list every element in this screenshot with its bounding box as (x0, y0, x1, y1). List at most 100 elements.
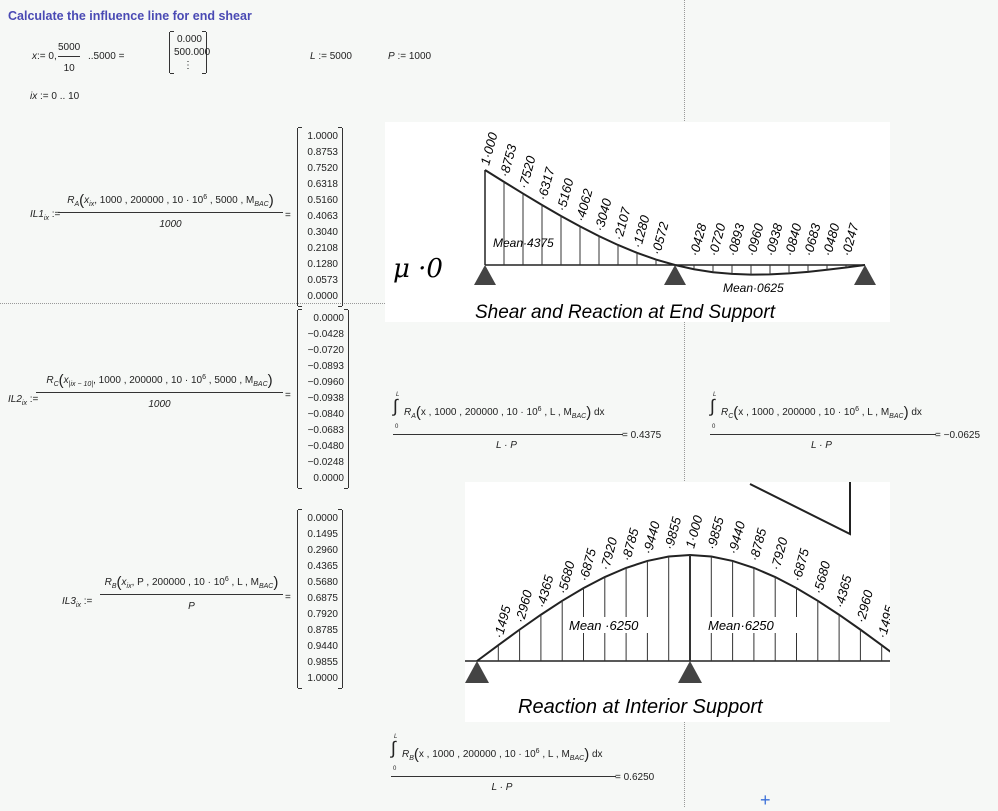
matrix-cell: 0.9440 (307, 641, 338, 652)
matrix-cell: 0.7520 (307, 163, 338, 174)
integral-sign-icon: ∫ (391, 738, 396, 758)
matrix-cell: 0.0000 (313, 473, 344, 484)
integral-result: = −0.0625 (935, 430, 981, 441)
il3-lhs: IL3ix := (62, 596, 93, 609)
ordinate-label: ·8785 (746, 526, 769, 563)
matrix-cell: −0.0938 (307, 393, 344, 404)
P-definition[interactable]: P := 1000 (388, 51, 432, 62)
matrix-cell: 0.1280 (307, 259, 338, 270)
mean-integral-3[interactable]: L ∫ 0 RB(x , 1000 , 200000 , 10 · 106 , … (391, 734, 616, 796)
ordinate-label: ·9440 (640, 519, 663, 556)
support-triangle-icon (664, 265, 686, 285)
lower-limit: 0 (393, 766, 397, 772)
ordinate-label: ·8753 (496, 142, 519, 179)
ordinate-label: ·2960 (853, 588, 876, 625)
lower-limit: 0 (395, 424, 399, 430)
il2-fraction: RC(x|ix − 10|, 1000 , 200000 , 10 · 106 … (36, 372, 283, 410)
il3-denominator: P (188, 601, 195, 612)
ordinate-label: ·4365 (832, 573, 855, 610)
ix-definition[interactable]: ix := 0 .. 10 (30, 91, 80, 102)
support-triangle-icon (678, 661, 702, 683)
section-heading: Calculate the influence line for end she… (8, 9, 252, 23)
matrix-cell: 0.9855 (307, 657, 338, 668)
matrix-cell: 0.0573 (307, 275, 338, 286)
mu-label: μ ·0 (393, 254, 443, 284)
ordinate-label: ·5160 (553, 176, 576, 213)
x-result-matrix[interactable]: 0.000 500.000 ⋮ (169, 31, 211, 74)
matrix-cell: 0.0000 (307, 513, 338, 524)
ordinate-label: ·6875 (789, 546, 812, 583)
matrix-cell: 0.5160 (307, 195, 338, 206)
ordinate-label: ·4062 (572, 186, 595, 223)
il1-lhs: IL1ix := (30, 209, 61, 222)
ordinate-label: ·1495 (491, 603, 514, 640)
equals-sign: = (285, 210, 291, 221)
matrix-cell: 1.0000 (307, 673, 338, 684)
mean-label-bg (705, 617, 797, 633)
diagram-caption: Reaction at Interior Support (518, 696, 764, 718)
support-triangle-icon (474, 265, 496, 285)
il3-fraction: RB(xix, P , 200000 , 10 · 106 , L , MBAC… (100, 574, 283, 612)
ordinate-label: 1·000 (477, 130, 500, 167)
ordinate-label: ·6317 (534, 165, 557, 202)
il2-numerator: RC(x|ix − 10|, 1000 , 200000 , 10 · 106 … (36, 372, 283, 393)
region-divider (0, 303, 385, 304)
ordinate-label: ·9440 (725, 519, 748, 556)
ordinate-label: ·0572 (648, 220, 671, 257)
ordinate-label: ·4365 (533, 573, 556, 610)
mean-label: Mean·0625 (723, 281, 784, 295)
x-definition-lhs[interactable]: x:= 0, (32, 51, 57, 62)
support-triangle-icon (854, 265, 876, 285)
matrix-cell: 0.0000 (313, 313, 344, 324)
mean-integral-1[interactable]: L ∫ 0 RA(x , 1000 , 200000 , 10 · 106 , … (393, 392, 623, 454)
x-range-end: ..5000 = (88, 51, 125, 62)
matrix-cell: 500.000 (174, 47, 211, 58)
matrix-cell: 0.4365 (307, 561, 338, 572)
il1-numerator: RA(xix, 1000 , 200000 , 10 · 106 , 5000 … (58, 192, 283, 213)
denominator: L · P (811, 440, 832, 451)
integrand: RC(x , 1000 , 200000 , 10 · 106 , L , MB… (721, 404, 922, 421)
matrix-cell: −0.0248 (307, 457, 344, 468)
plus-icon[interactable]: + (760, 790, 771, 810)
equals-sign: = (285, 592, 291, 603)
matrix-cell: 0.2960 (307, 545, 338, 556)
matrix-cell: 0.0000 (307, 291, 338, 302)
page-divider-vertical (684, 0, 685, 807)
ordinate-label: ·9855 (704, 515, 727, 552)
matrix-cell: −0.0428 (307, 329, 344, 340)
ordinate-label: ·7920 (597, 535, 620, 572)
ordinate-label: ·9855 (661, 515, 684, 552)
integrand: RA(x , 1000 , 200000 , 10 · 106 , L , MB… (404, 404, 605, 421)
mean-integral-2[interactable]: L ∫ 0 RC(x , 1000 , 200000 , 10 · 106 , … (710, 392, 936, 454)
denominator: L · P (491, 782, 513, 793)
matrix-cell: 0.7920 (307, 609, 338, 620)
influence-curve-left (484, 169, 676, 266)
ordinate-label: ·3040 (591, 196, 614, 233)
mean-label: Mean·6250 (708, 618, 775, 633)
L-definition[interactable]: L := 5000 (310, 51, 352, 62)
interior-support-diagram-image: ·1495·2960·4365·5680·6875·7920·8785·9440… (465, 482, 915, 722)
il2-lhs: IL2ix := (8, 394, 39, 407)
matrix-cell: 0.1495 (307, 529, 338, 540)
il2-result-matrix[interactable]: 0.0000−0.0428−0.0720−0.0893−0.0960−0.093… (297, 309, 349, 489)
lower-limit: 0 (712, 424, 716, 430)
ordinate-label: ·5680 (810, 559, 833, 596)
ordinate-label: ·6875 (576, 546, 599, 583)
integral-sign-icon: ∫ (710, 396, 715, 416)
il1-denominator: 1000 (159, 219, 182, 230)
upper-limit: L (394, 734, 398, 740)
equals-sign: = (285, 390, 291, 401)
mean-label: Mean·4375 (493, 236, 554, 250)
matrix-cell: 0.6318 (307, 179, 338, 190)
diagram-caption: Shear and Reaction at End Support (475, 302, 776, 322)
matrix-cell: 0.000 (176, 34, 202, 45)
adjacent-diagram-fragment (749, 482, 851, 536)
matrix-cell: 0.2108 (307, 243, 338, 254)
ordinate-label: ·8785 (619, 526, 642, 563)
matrix-cell: −0.0683 (307, 425, 344, 436)
il2-denominator: 1000 (148, 399, 171, 410)
matrix-cell: 0.4063 (307, 211, 338, 222)
